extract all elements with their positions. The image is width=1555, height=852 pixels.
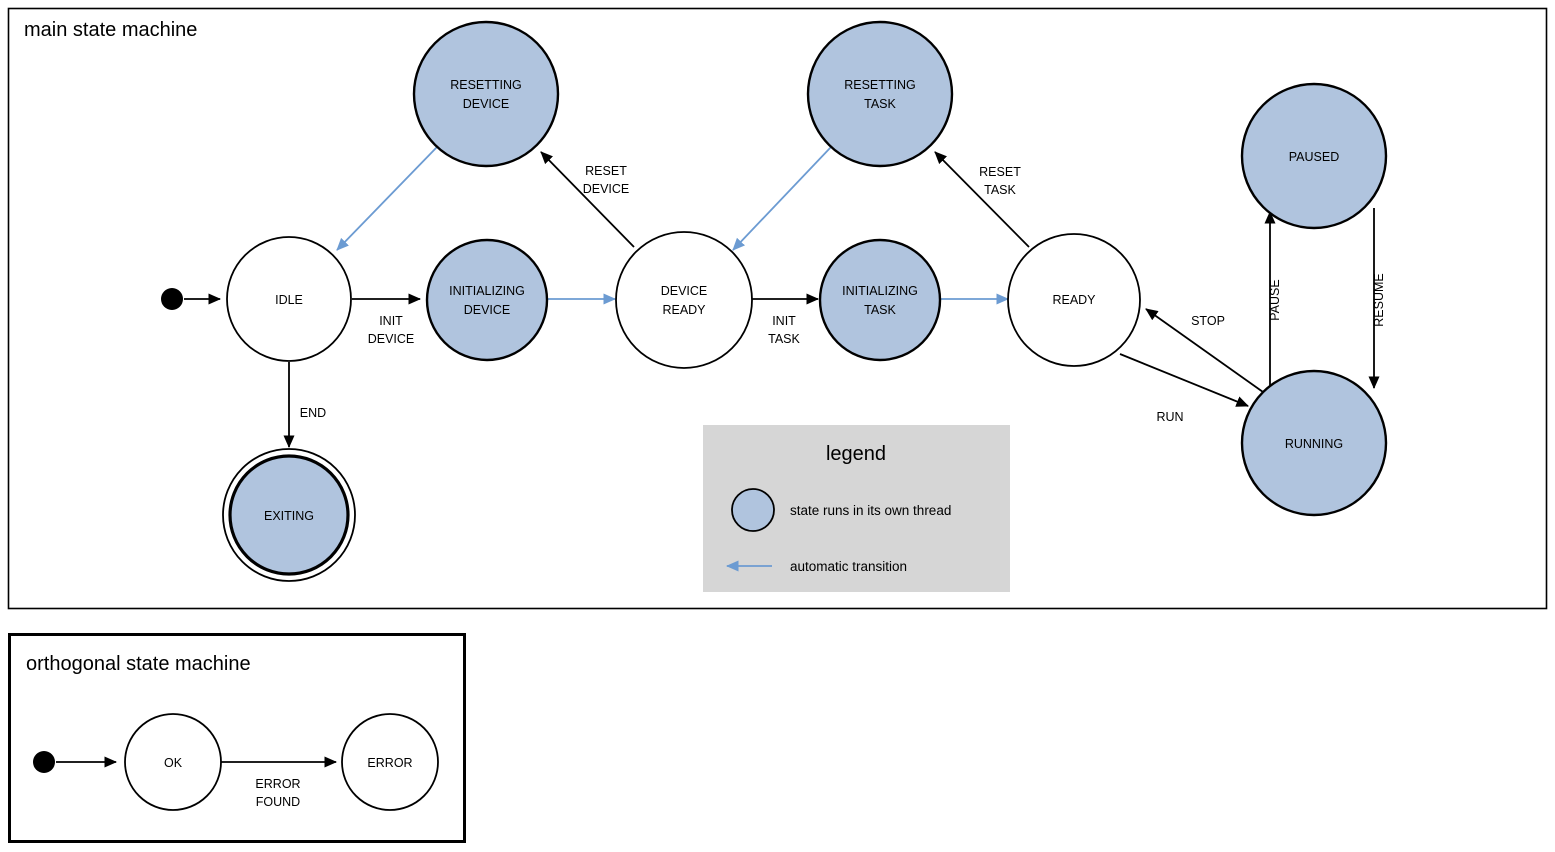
legend-title: legend <box>826 443 886 465</box>
transition-label-line1: INIT <box>379 314 403 328</box>
legend-item-thread-state: state runs in its own thread <box>731 488 951 532</box>
transition-label-line1: RUN <box>1156 410 1183 424</box>
state-initializing-task-circle <box>818 238 942 362</box>
state-initializing-device-label-line1: INITIALIZING <box>449 284 525 298</box>
state-device-ready-label-line1: DEVICE <box>661 284 708 298</box>
state-resetting-device-label-line2: DEVICE <box>463 97 510 111</box>
state-idle-label: IDLE <box>275 293 303 307</box>
main-state-machine-title: main state machine <box>24 19 197 41</box>
state-exiting-label: EXITING <box>264 509 314 523</box>
state-resetting-device-label-line1: RESETTING <box>450 78 522 92</box>
state-ok-label: OK <box>164 756 183 770</box>
state-exiting[interactable]: EXITING <box>222 448 356 582</box>
transition-device-ready-to-initializing-task: INIT TASK <box>748 293 820 346</box>
state-ok-circle <box>124 713 222 811</box>
transition-label-line1: STOP <box>1191 314 1225 328</box>
initial-state-dot <box>161 288 183 310</box>
orthogonal-state-machine-title: orthogonal state machine <box>26 653 251 675</box>
transition-label-line1: RESET <box>979 165 1021 179</box>
state-resetting-device-circle <box>412 20 560 168</box>
transition-resetting-device-to-idle <box>336 146 438 251</box>
transition-device-ready-to-resetting-device: RESET DEVICE <box>540 151 635 248</box>
state-device-ready-label-line2: READY <box>662 303 706 317</box>
transition-label-line1: END <box>300 406 326 420</box>
transition-label-line1: PAUSE <box>1268 279 1282 320</box>
state-device-ready[interactable]: DEVICE READY <box>615 231 753 369</box>
state-initializing-task[interactable]: INITIALIZING TASK <box>818 238 942 362</box>
legend: legend state runs in its own thread auto… <box>703 425 1010 592</box>
transition-label-line2: TASK <box>984 183 1016 197</box>
state-error-circle <box>341 713 439 811</box>
state-ok[interactable]: OK <box>124 713 222 811</box>
state-running[interactable]: RUNNING <box>1240 369 1388 517</box>
state-error[interactable]: ERROR <box>341 713 439 811</box>
legend-item-thread-state-label: state runs in its own thread <box>790 503 951 518</box>
state-resetting-task-label-line2: TASK <box>864 97 896 111</box>
state-exiting-inner-circle <box>228 454 350 576</box>
legend-item-auto-transition-label: automatic transition <box>790 559 907 574</box>
transition-ready-to-running: RUN <box>1119 353 1249 424</box>
state-idle-circle <box>226 236 352 362</box>
transition-label-line2: DEVICE <box>368 332 415 346</box>
state-error-label: ERROR <box>367 756 412 770</box>
transition-label-line1: ERROR <box>255 777 300 791</box>
state-initializing-task-label-line1: INITIALIZING <box>842 284 918 298</box>
transition-paused-to-running: RESUME <box>1368 208 1386 390</box>
state-initializing-device[interactable]: INITIALIZING DEVICE <box>425 238 549 362</box>
transition-ortho-ok-to-error: ERROR FOUND <box>221 756 338 809</box>
transition-running-to-ready: STOP <box>1145 308 1264 393</box>
state-paused-circle <box>1240 82 1388 230</box>
state-running-label: RUNNING <box>1285 437 1343 451</box>
state-ready-label: READY <box>1052 293 1096 307</box>
transition-ready-to-resetting-task: RESET TASK <box>934 151 1030 248</box>
transition-idle-to-exiting: END <box>283 362 326 449</box>
state-idle[interactable]: IDLE <box>226 236 352 362</box>
state-ready[interactable]: READY <box>1007 233 1141 367</box>
state-device-ready-circle <box>615 231 753 369</box>
state-paused[interactable]: PAUSED <box>1240 82 1388 230</box>
state-initializing-device-label-line2: DEVICE <box>464 303 511 317</box>
state-initializing-device-circle <box>425 238 549 362</box>
state-running-circle <box>1240 369 1388 517</box>
transition-idle-to-initializing-device: INIT DEVICE <box>352 293 422 346</box>
legend-item-auto-transition: automatic transition <box>725 559 907 574</box>
transition-label-line1: INIT <box>772 314 796 328</box>
transition-running-to-paused: PAUSE <box>1264 210 1282 392</box>
circle-icon <box>731 488 775 532</box>
state-initializing-task-label-line2: TASK <box>864 303 896 317</box>
transition-label-line2: DEVICE <box>583 182 630 196</box>
transition-resetting-task-to-device-ready <box>732 146 832 251</box>
transition-label-line2: TASK <box>768 332 800 346</box>
transition-label-line1: RESUME <box>1372 273 1386 326</box>
state-paused-label: PAUSED <box>1289 150 1339 164</box>
transition-label-line2: FOUND <box>256 795 300 809</box>
ortho-initial-state-dot <box>33 751 55 773</box>
state-resetting-task-label-line1: RESETTING <box>844 78 916 92</box>
state-resetting-device[interactable]: RESETTING DEVICE <box>412 20 560 168</box>
transition-label-line1: RESET <box>585 164 627 178</box>
state-ready-circle <box>1007 233 1141 367</box>
state-resetting-task[interactable]: RESETTING TASK <box>806 20 954 168</box>
state-resetting-task-circle <box>806 20 954 168</box>
